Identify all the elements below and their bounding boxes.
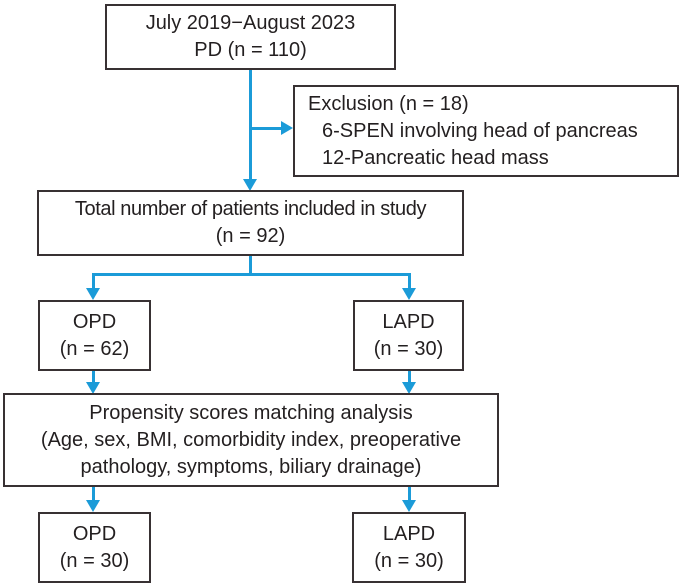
lapd-matched-count-text: (n = 30) [374, 549, 444, 572]
arrow-line-psm-to-opd-matched [92, 487, 95, 501]
arrowhead-down-icon [86, 288, 100, 300]
exclusion-box: Exclusion (n = 18) 6-SPEN involving head… [293, 85, 679, 177]
lapd-initial-box: LAPD (n = 30) [353, 300, 464, 371]
lapd-matched-box: LAPD (n = 30) [352, 512, 466, 583]
enrollment-count-text: PD (n = 110) [194, 39, 307, 61]
arrowhead-down-icon [86, 500, 100, 512]
opd-initial-box: OPD (n = 62) [38, 300, 151, 371]
arrow-line-split-to-lapd [408, 273, 411, 289]
total-included-box: Total number of patients included in stu… [37, 190, 464, 256]
arrowhead-down-icon [402, 500, 416, 512]
opd-matched-label: OPD [72, 522, 117, 545]
total-included-count-text: (n = 92) [215, 225, 286, 247]
psm-covariates-text-2: pathology, symptoms, biliary drainage) [80, 455, 422, 478]
opd-matched-box: OPD (n = 30) [38, 512, 151, 583]
arrow-line-opd-to-psm [92, 371, 95, 383]
opd-initial-label: OPD [72, 310, 117, 333]
exclusion-reason-1-text: 6-SPEN involving head of pancreas [322, 119, 638, 142]
arrowhead-down-icon [402, 382, 416, 394]
propensity-matching-box: Propensity scores matching analysis (Age… [3, 393, 499, 487]
lapd-initial-count-text: (n = 30) [373, 337, 444, 360]
opd-matched-count-text: (n = 30) [59, 549, 130, 572]
exclusion-reason-2-text: 12-Pancreatic head mass [322, 146, 549, 169]
opd-initial-count-text: (n = 62) [59, 337, 130, 360]
arrowhead-down-icon [243, 179, 257, 191]
enrollment-period-text: July 2019−August 2023 [145, 12, 356, 34]
total-included-text: Total number of patients included in stu… [74, 198, 427, 220]
arrow-line-to-exclusion [249, 127, 282, 130]
arrow-line-psm-to-lapd-matched [408, 487, 411, 501]
psm-covariates-text-1: (Age, sex, BMI, comorbidity index, preop… [40, 428, 462, 451]
arrow-line-total-split-stub [249, 256, 252, 275]
enrollment-box: July 2019−August 2023 PD (n = 110) [105, 4, 396, 70]
lapd-matched-label: LAPD [382, 522, 436, 545]
lapd-initial-label: LAPD [382, 310, 435, 333]
arrowhead-down-icon [86, 382, 100, 394]
arrow-line-split-to-opd [92, 273, 95, 289]
arrow-line-lapd-to-psm [408, 371, 411, 383]
psm-title-text: Propensity scores matching analysis [89, 401, 413, 424]
exclusion-title-text: Exclusion (n = 18) [308, 92, 469, 115]
arrowhead-down-icon [402, 288, 416, 300]
arrow-line-pd-to-total [249, 70, 252, 179]
arrow-line-split-horizontal [92, 273, 411, 276]
arrowhead-right-icon [281, 121, 293, 135]
